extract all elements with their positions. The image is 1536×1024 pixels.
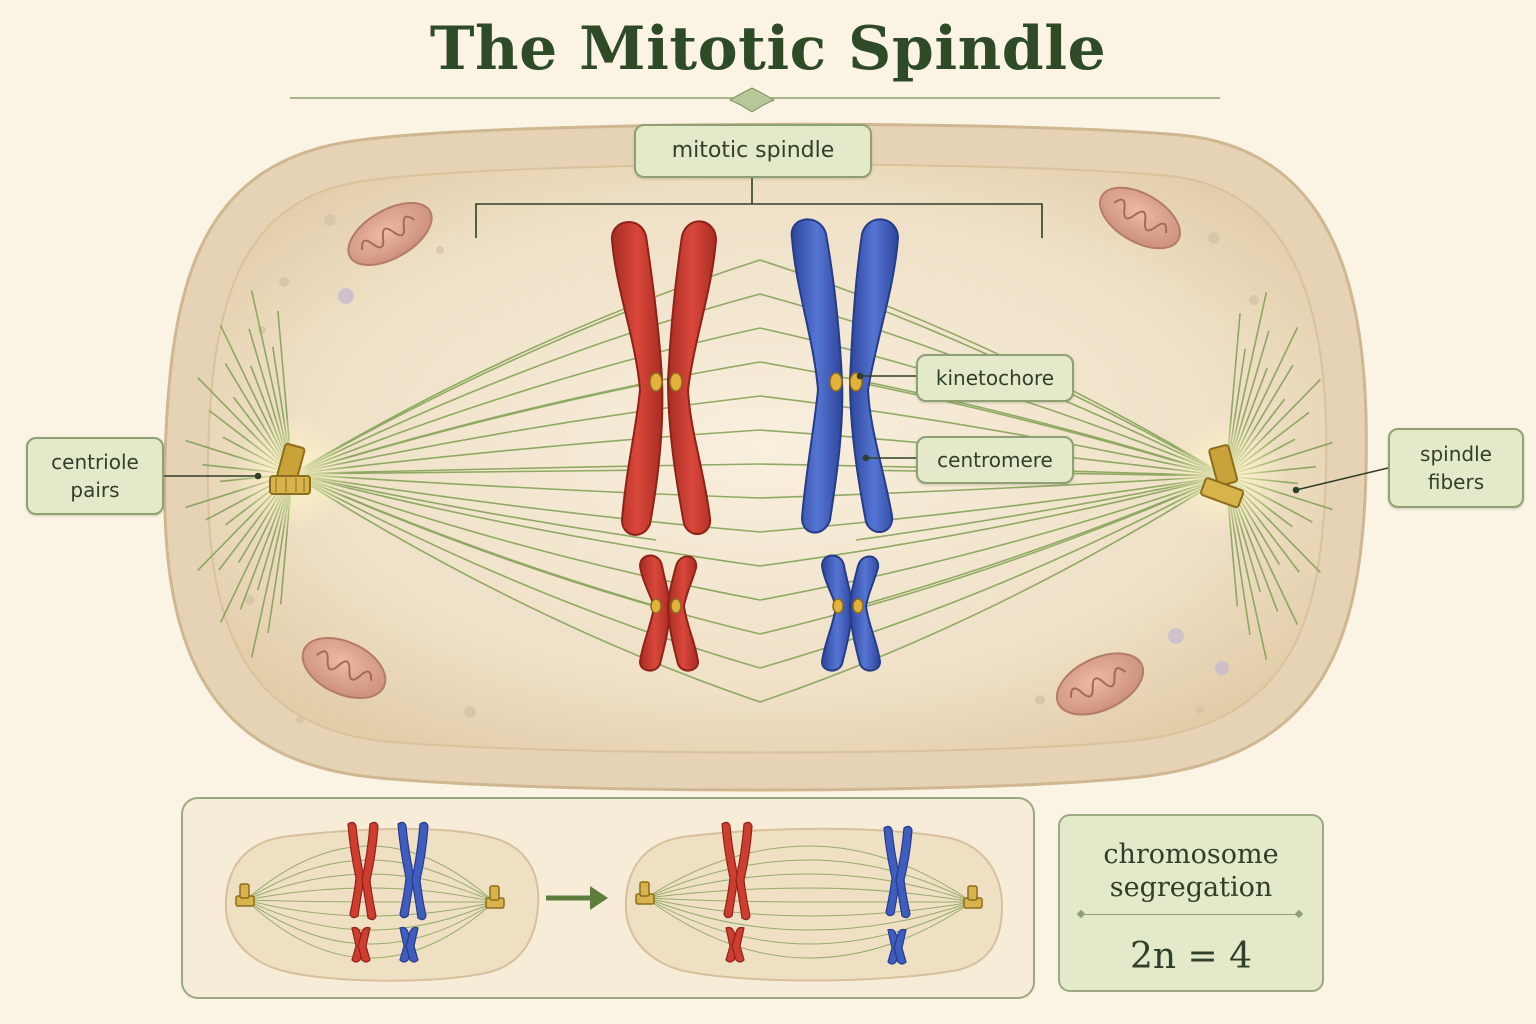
centriole-pair <box>1200 444 1245 509</box>
mini-spindle-fiber <box>645 873 810 899</box>
segregation-divider <box>1082 914 1300 915</box>
spindle-fiber <box>759 475 1227 635</box>
label-mitotic-spindle: mitotic spindle <box>634 124 872 178</box>
mini-spindle-fiber <box>645 897 810 931</box>
chromosome-red-large <box>610 220 718 536</box>
spindle-fiber <box>291 473 761 601</box>
mitochondrion <box>347 202 433 266</box>
label-centromere: centromere <box>916 436 1074 484</box>
mini-spindle-fiber <box>369 901 495 945</box>
mini-spindle-fiber <box>369 859 495 903</box>
main-cell <box>163 122 1368 792</box>
mini-cell-anaphase <box>624 821 1004 982</box>
spindle-fiber <box>759 475 1227 703</box>
mitochondrion <box>1099 186 1181 250</box>
segregation-caption-text: chromosome segregation <box>1103 839 1279 903</box>
centriole-pair <box>269 443 311 495</box>
page-title: The Mitotic Spindle <box>429 14 1107 84</box>
spindle-fiber <box>291 473 761 703</box>
spindle-fiber <box>759 475 1227 567</box>
mini-spindle-fiber <box>808 901 973 931</box>
mitochondrion <box>1055 652 1145 716</box>
segregation-info-box: chromosome segregation 2n = 4 <box>1058 814 1324 992</box>
segregation-caption: chromosome segregation <box>1060 838 1322 904</box>
spindle-fiber <box>291 473 761 635</box>
chromosome-number-equation: 2n = 4 <box>1129 936 1253 977</box>
spindle-fiber <box>291 473 761 567</box>
spindle-fiber <box>291 395 761 475</box>
mini-spindle-fiber <box>645 897 810 959</box>
mini-spindle-fiber <box>369 901 495 917</box>
mini-spindle-fiber <box>808 873 973 903</box>
label-centriole-pairs: centriole pairs <box>26 437 164 515</box>
mini-spindle-fiber <box>369 873 495 903</box>
divider-ornament <box>1294 909 1304 919</box>
divider-ornament <box>1076 909 1086 919</box>
chromosome-red-small <box>638 554 700 672</box>
kinetochores <box>649 372 864 614</box>
centrosome-right <box>1166 416 1286 536</box>
mini-spindle-fiber <box>369 901 495 931</box>
arrow-icon <box>546 886 608 910</box>
chromosome-blue-large <box>790 218 900 534</box>
cell-inner-membrane <box>206 163 1328 754</box>
label-kinetochore: kinetochore <box>916 354 1074 402</box>
spindle-fiber <box>291 361 761 475</box>
mini-spindle-fiber <box>369 887 495 903</box>
spindle-fiber <box>291 429 761 475</box>
mini-spindle-fiber <box>645 859 810 899</box>
label-centriole-pairs-text: centriole pairs <box>51 450 139 502</box>
organelles <box>245 186 1259 724</box>
label-spindle-fibers: spindle fibers <box>1388 428 1524 508</box>
mini-spindle-fiber <box>369 901 495 959</box>
mini-spindle-fiber <box>645 887 810 899</box>
mini-cell-metaphase <box>224 821 540 982</box>
mini-spindle-fiber <box>369 845 495 903</box>
mitochondrion <box>301 636 387 700</box>
title-divider <box>290 87 1220 113</box>
sequence-panel <box>181 797 1035 999</box>
label-spindle-fibers-text: spindle fibers <box>1420 442 1492 494</box>
spindle-fiber <box>759 475 1227 601</box>
leader-lines <box>160 176 1389 494</box>
centrosome-left <box>232 414 352 534</box>
